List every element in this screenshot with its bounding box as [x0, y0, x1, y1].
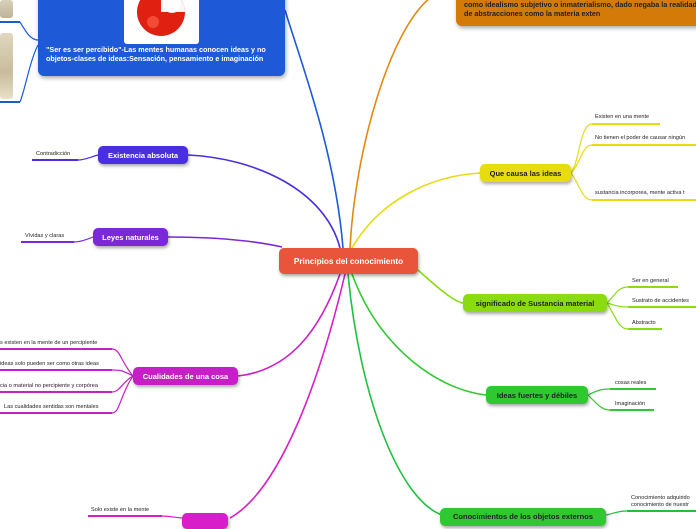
leaf-objetos-1[interactable]: Conocimiento adquirido conocimiento de n… [631, 495, 690, 508]
leaf-causa-3[interactable]: sustancia incorporea, mente activa t [595, 190, 685, 196]
leaf-sustancia-2[interactable]: Sustrato de accidentes [632, 298, 689, 304]
connector-top-left-card [284, 9, 344, 249]
connector-sust-1 [606, 286, 629, 304]
leaf-cualidades-4[interactable]: Las cualidades sentidas son mentales [4, 404, 99, 410]
branch-sustancia-material[interactable]: significado de Sustancia material [463, 294, 607, 312]
connector-causa-2 [570, 144, 593, 174]
leaf-causa-1[interactable]: Existen en una mente [595, 114, 650, 120]
branch-existencia-absoluta[interactable]: Existencia absoluta [98, 146, 188, 164]
leaf-vividas[interactable]: Vívidas y claras [25, 233, 65, 239]
branch-objetos-label: Conocimientos de los objetos externos [452, 512, 594, 521]
connector-causa-3 [570, 172, 593, 201]
connector-objetos-1 [605, 510, 628, 516]
thumbnail-image-2 [0, 33, 13, 99]
branch-ideas-fuertes-debiles[interactable]: Ideas fuertes y débiles [486, 386, 588, 404]
leaf-sustancia-1[interactable]: Ser en general [632, 278, 669, 284]
leaf-ideas-1[interactable]: cosas reales [615, 380, 647, 386]
connector-vividas [73, 236, 94, 243]
leaf-solo-existe[interactable]: Solo existe en la mente [91, 507, 150, 513]
connector-cual-4 [111, 375, 134, 414]
connector-sust-3 [606, 302, 629, 330]
connector-causa [351, 172, 481, 249]
leaf-sustancia-3[interactable]: Abstracto [632, 320, 656, 326]
connector-leyes [167, 236, 283, 248]
connector-existencia [187, 154, 341, 249]
connector-objetos [347, 273, 443, 516]
branch-sustancia-label: significado de Sustancia material [475, 298, 595, 308]
top-right-description-card[interactable]: influyente cuyo principal logro fue el d… [456, 0, 696, 26]
branch-leyes-naturales[interactable]: Leyes naturales [93, 228, 168, 246]
leaf-contradiccion[interactable]: Contradicción [36, 151, 71, 157]
connector-causa-1 [570, 123, 593, 174]
thumbnail-image-1 [0, 0, 13, 18]
leaf-causa-2[interactable]: No tienen el poder de causar ningún [595, 135, 686, 141]
branch-leyes-label: Leyes naturales [102, 232, 159, 242]
branch-bottom-left[interactable] [182, 513, 228, 529]
connector-card-thumbs-2 [19, 44, 39, 103]
branch-existencia-label: Existencia absoluta [107, 150, 179, 160]
red-sphere-icon [124, 0, 199, 44]
top-left-description-card[interactable]: "Ser es ser percibido"-Las mentes humana… [38, 0, 285, 76]
connector-cual-3 [111, 375, 134, 393]
connector-ideas [351, 273, 487, 396]
branch-cualidades-label: Cualidades de una cosa [142, 371, 229, 381]
central-topic-label: Principios del conocimiento [293, 256, 404, 266]
central-topic[interactable]: Principios del conocimiento [279, 248, 418, 274]
branch-causa-label: Que causa las ideas [489, 168, 562, 178]
leaf-cualidades-1[interactable]: s existen en la mente de un percipiente [0, 340, 98, 346]
connector-top-right-card [349, 0, 430, 249]
connector-ideas-2 [587, 394, 611, 411]
connector-sust-2 [606, 302, 629, 308]
leaf-cualidades-2[interactable]: ideas solo pueden ser como otras ideas [0, 361, 99, 367]
branch-objetos-externos[interactable]: Conocimientos de los objetos externos [440, 508, 606, 526]
connector-contradiccion [77, 154, 99, 161]
connector-card-thumbs [19, 21, 39, 41]
connector-sustancia [417, 269, 464, 304]
top-right-card-text: influyente cuyo principal logro fue el d… [464, 0, 696, 18]
branch-cualidades[interactable]: Cualidades de una cosa [133, 367, 238, 385]
connector-solo-existe [161, 515, 183, 519]
branch-ideas-label: Ideas fuertes y débiles [496, 390, 578, 400]
connector-cualidades [237, 273, 341, 377]
connector-cual-1 [111, 348, 134, 377]
connector-bottom-left [229, 273, 346, 519]
connector-ideas-1 [587, 388, 611, 396]
top-left-card-text: "Ser es ser percibido"-Las mentes humana… [46, 45, 266, 63]
leaf-cualidades-3[interactable]: cia o material no percipiente y corpórea [0, 383, 98, 389]
branch-que-causa-las-ideas[interactable]: Que causa las ideas [480, 164, 571, 182]
leaf-ideas-2[interactable]: Imaginación [615, 401, 646, 407]
connector-cual-2 [111, 369, 134, 377]
